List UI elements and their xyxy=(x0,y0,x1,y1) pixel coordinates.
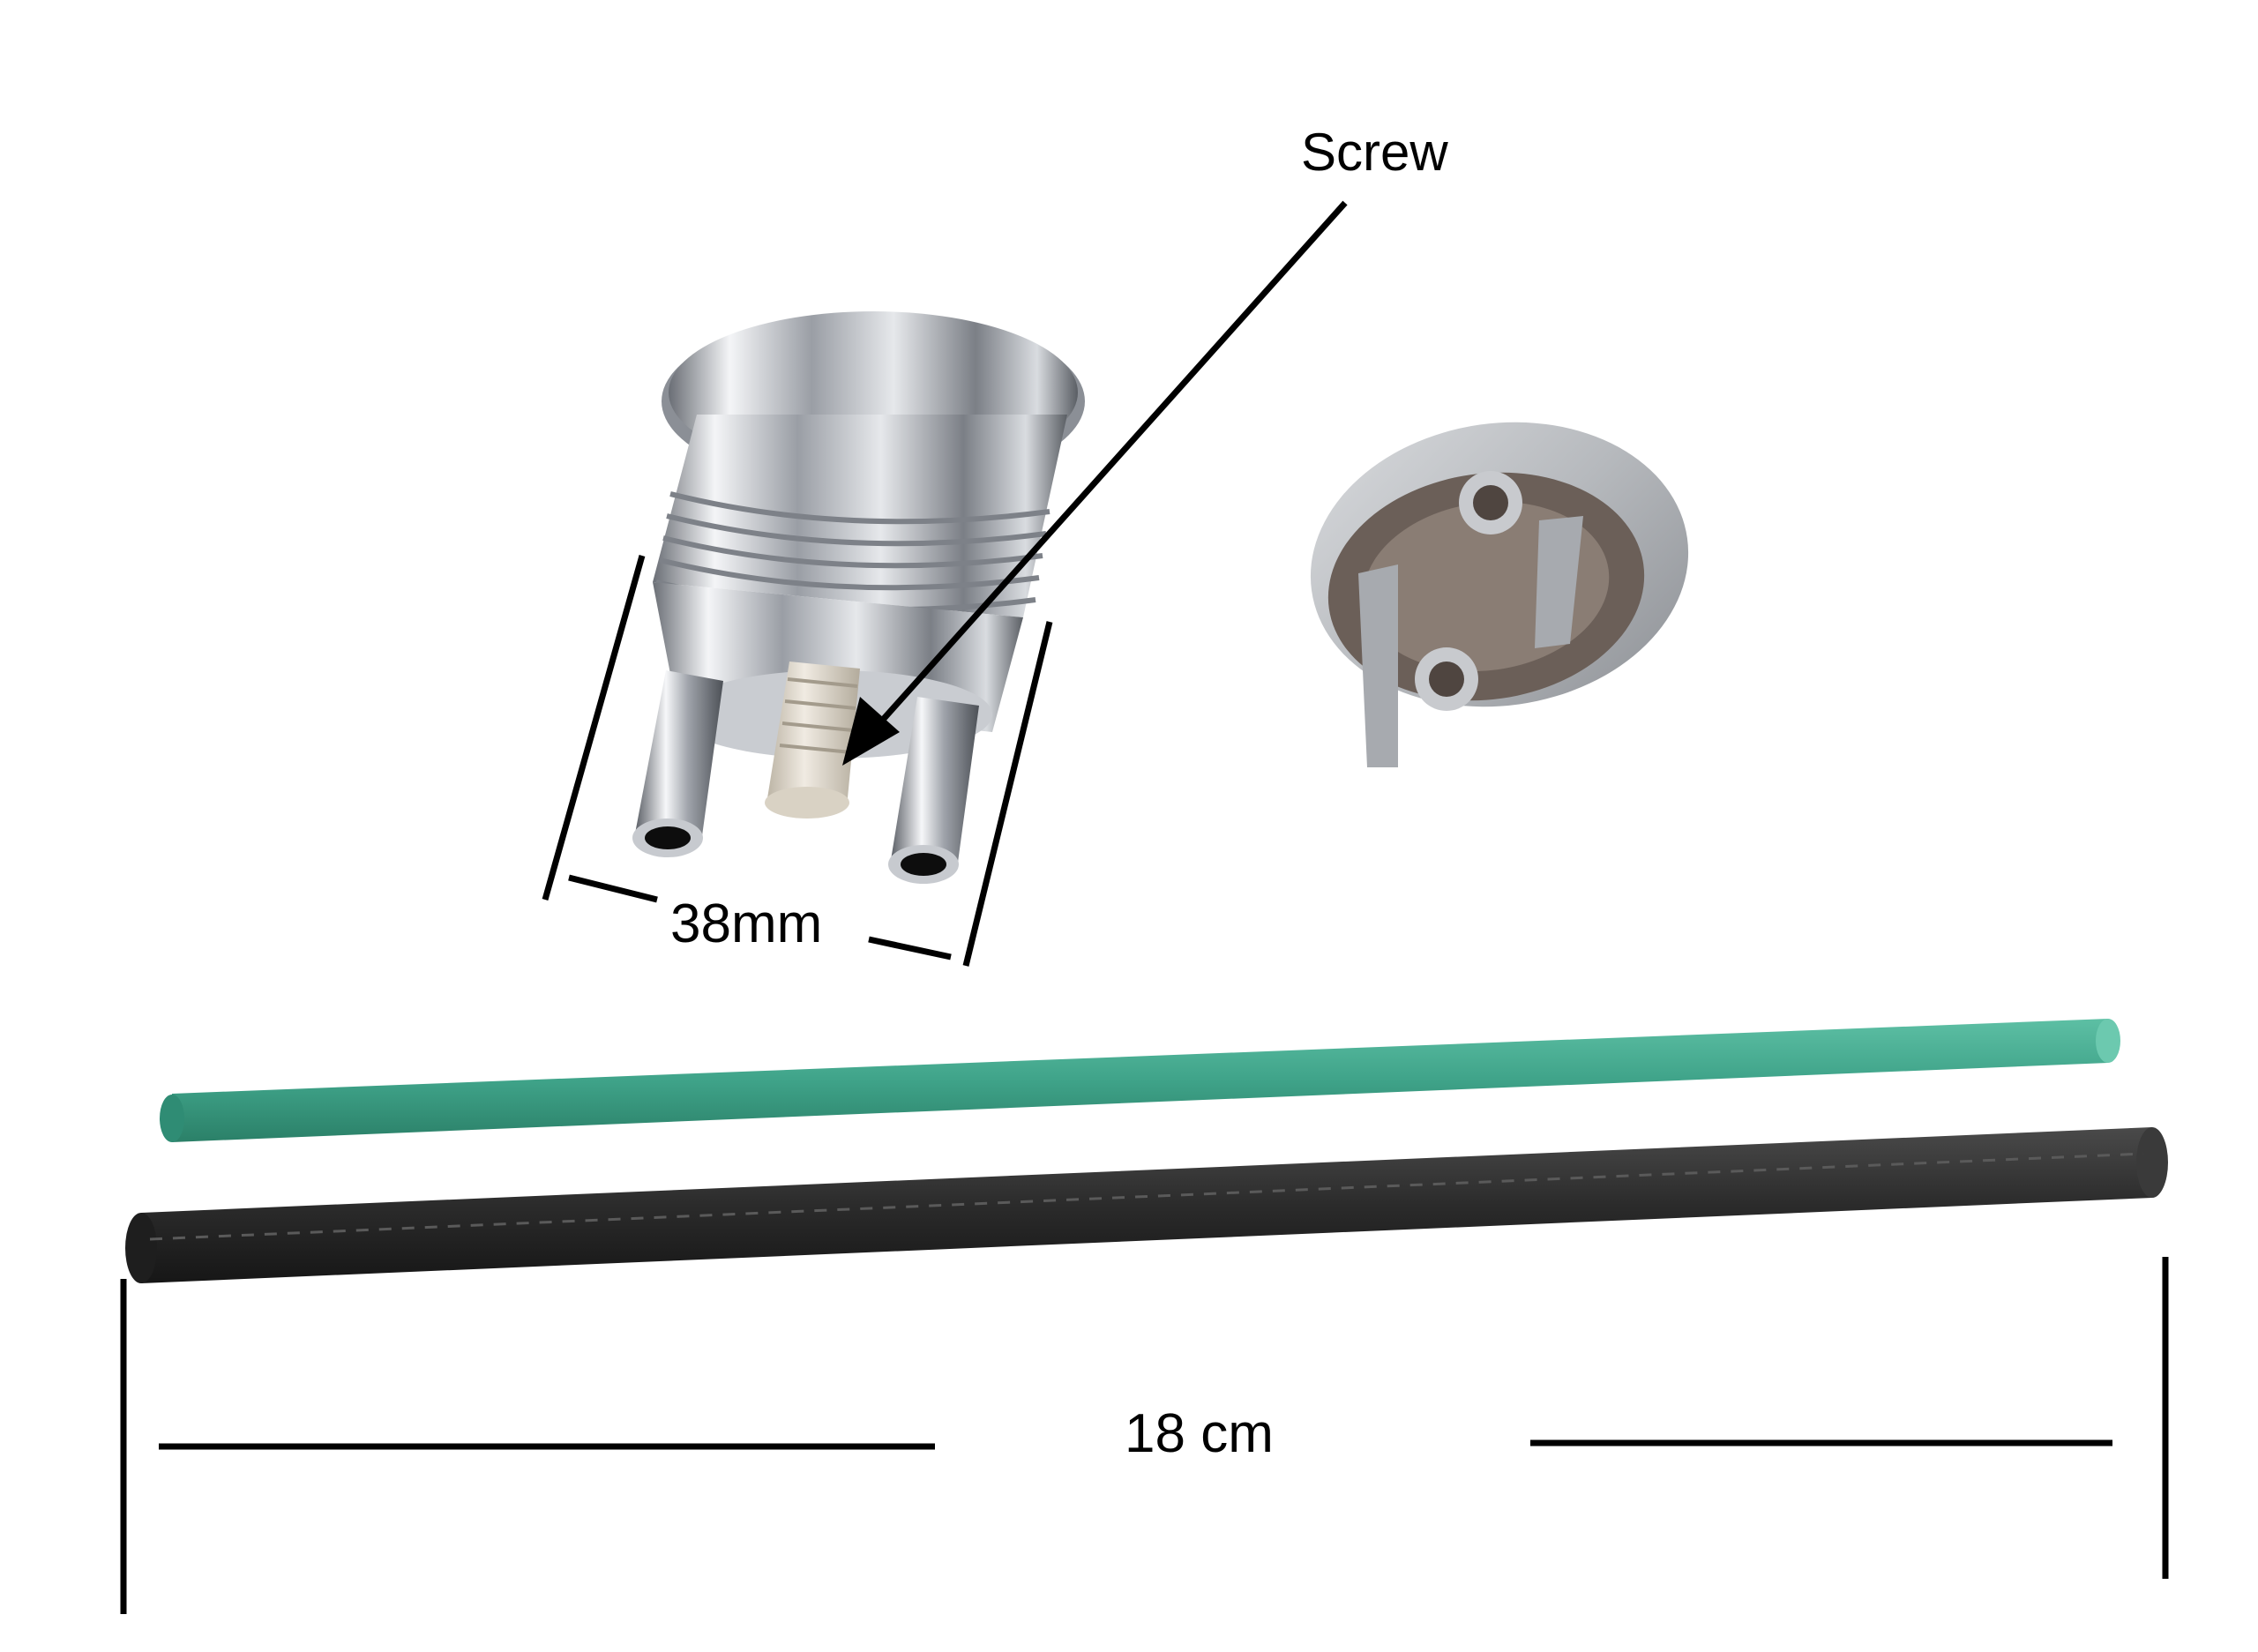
green-rod xyxy=(160,1019,2120,1142)
right-pin xyxy=(888,697,979,884)
screw-label: Screw xyxy=(1301,123,1448,182)
plastic-screw xyxy=(765,662,860,819)
diameter-dimension xyxy=(542,555,1053,967)
length-label: 18 cm xyxy=(1125,1403,1274,1464)
chrome-button-cap xyxy=(1310,422,1689,767)
screw-arrow xyxy=(842,200,1348,766)
length-dimension xyxy=(120,1257,2169,1614)
chrome-push-button-body xyxy=(632,311,1085,884)
diameter-label: 38mm xyxy=(670,893,823,954)
left-pin xyxy=(632,670,723,857)
black-rod xyxy=(125,1127,2168,1283)
